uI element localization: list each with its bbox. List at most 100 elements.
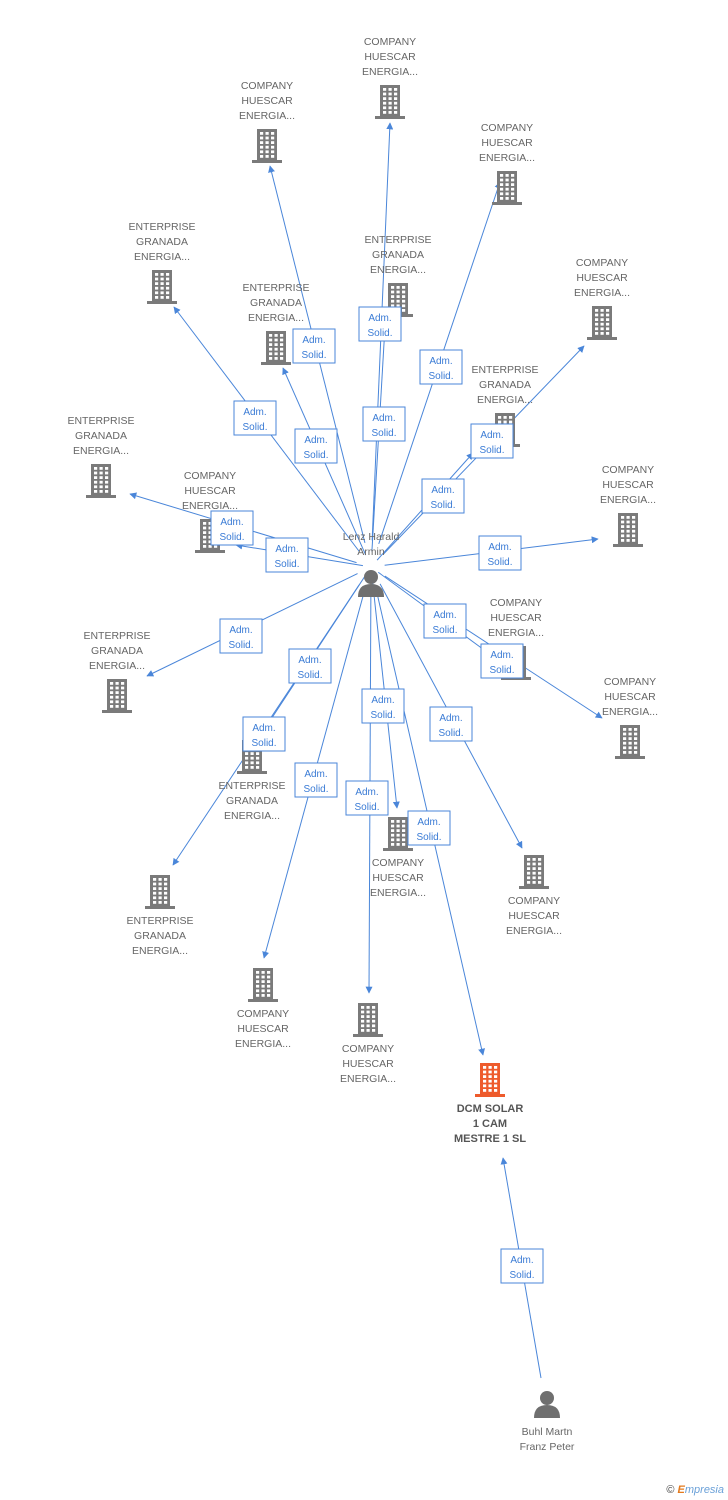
edge-label-c15[interactable]: Adm.Solid. [242,716,286,752]
window [164,887,168,890]
window [261,989,265,993]
building-base [375,116,405,119]
company-node-c1[interactable] [375,85,405,119]
edge-label-line: Adm. [480,430,503,441]
window [483,1084,487,1088]
window [488,1089,492,1092]
window [208,540,212,544]
edge-label-c2[interactable]: Adm.Solid. [292,328,336,364]
window [155,282,159,285]
edge-label-box [421,478,465,514]
window [115,686,119,690]
person-node-lenz[interactable] [358,570,384,597]
company-node-c9[interactable] [86,464,116,498]
company-node-c11[interactable] [613,513,643,547]
edge-label-text: Adm.Solid. [297,655,322,681]
label-line: COMPANY [372,857,424,869]
label-line: HUESCAR [342,1058,394,1070]
edge-label-c12[interactable]: Adm.Solid. [219,618,263,654]
window [623,732,627,736]
company-node-c18[interactable] [519,855,549,889]
window [94,467,98,470]
edge-label-c4[interactable]: Adm.Solid. [233,400,277,436]
label-line: ENERGIA... [239,110,295,122]
company-node-c14[interactable] [615,725,645,759]
edge-label-c5[interactable]: Adm.Solid. [362,406,406,442]
window [203,522,207,525]
edge-label-text: Adm.Solid. [487,542,512,568]
edge-label-line: Adm. [510,1255,533,1266]
edge-label-line: Adm. [433,610,456,621]
person-node-buhl[interactable] [534,1391,560,1418]
edge-label-c9[interactable]: Adm.Solid. [210,510,254,546]
window [402,824,406,828]
edge-label-c13[interactable]: Adm.Solid. [423,603,467,639]
window [494,1084,498,1088]
edge-label-c18[interactable]: Adm.Solid. [429,706,473,742]
edge-label-box [345,780,389,816]
window [280,334,284,337]
edge-label-c8[interactable]: Adm.Solid. [421,478,465,514]
company-node-c16[interactable] [145,875,175,909]
edge-label-text: Adm.Solid. [371,413,396,439]
edge-label-c19[interactable]: Adm.Solid. [294,762,338,798]
edge-label-c20[interactable]: Adm.Solid. [345,780,389,816]
edge-label-c10[interactable]: Adm.Solid. [265,537,309,573]
window [402,295,406,298]
edge-label-c21[interactable]: Adm.Solid. [407,810,451,846]
company-node-c20[interactable] [353,1003,383,1037]
window [280,343,284,346]
edge-label-c1[interactable]: Adm.Solid. [358,306,402,342]
window [105,485,109,489]
window [261,975,265,979]
edge-label-c6[interactable]: Adm.Solid. [294,428,338,464]
company-node-c19[interactable] [248,968,278,1002]
window [494,1070,498,1074]
edge-label-line: Solid. [509,1270,534,1281]
edge-label-buhl[interactable]: Adm. Solid. [500,1248,544,1284]
window [503,416,507,419]
label-line: COMPANY [184,470,236,482]
window [396,304,400,308]
window [396,824,400,828]
window [483,1079,487,1083]
company-node-c6[interactable] [261,331,291,365]
window [115,700,119,704]
window [121,705,125,708]
edge-label-c3[interactable]: Adm.Solid. [419,349,463,385]
window [160,296,164,299]
edge-label-line: Adm. [304,769,327,780]
company-node-c21[interactable] [475,1063,505,1097]
window [265,145,269,149]
window [271,136,275,140]
company-node-c7[interactable] [587,306,617,340]
window [160,291,164,295]
window [391,295,395,298]
edge-label-c17[interactable]: Adm.Solid. [361,688,405,724]
edge-label-c14[interactable]: Adm.Solid. [480,643,524,679]
window [256,971,260,974]
edge-label-c7[interactable]: Adm.Solid. [470,423,514,459]
label-line: GRANADA [91,645,143,657]
label-line: COMPANY [604,676,656,688]
building-base [102,710,132,713]
window [274,357,278,360]
company-node-c17[interactable] [383,817,413,851]
company-node-c3[interactable] [492,171,522,205]
window [274,334,278,337]
window [153,878,157,881]
company-node-c2[interactable] [252,129,282,163]
edge-label-text: Adm. Solid. [509,1255,534,1281]
window [250,766,254,769]
edge-label-line: Adm. [229,625,252,636]
edge-label-c11[interactable]: Adm.Solid. [478,535,522,571]
window [94,480,98,484]
edge-label-c16[interactable]: Adm.Solid. [288,648,332,684]
window [632,539,636,542]
window [121,700,125,704]
company-node-c4[interactable] [147,270,177,304]
window [166,291,170,295]
company-node-c12[interactable] [102,679,132,713]
